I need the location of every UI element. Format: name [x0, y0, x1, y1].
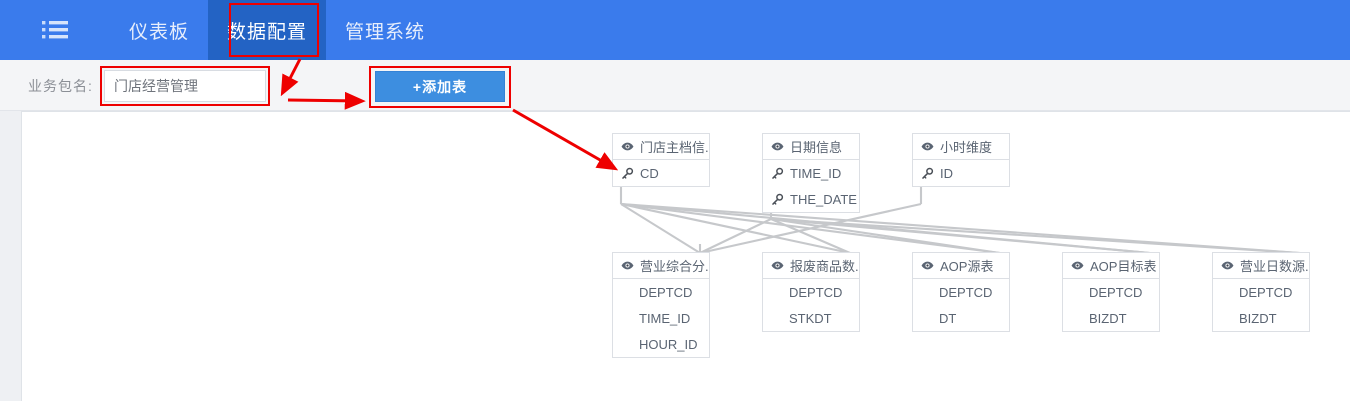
entity-field-row[interactable]: DEPTCD	[1063, 279, 1159, 305]
entity-table-header[interactable]: 营业综合分...	[613, 253, 709, 279]
entity-field-row[interactable]: BIZDT	[1063, 305, 1159, 331]
relationship-links	[619, 184, 1301, 255]
entity-table-name: AOP源表	[940, 259, 994, 274]
entity-table-header[interactable]: 营业日数源...	[1213, 253, 1309, 279]
entity-table-name: 门店主档信...	[640, 140, 709, 155]
entity-field-label: BIZDT	[1239, 310, 1277, 326]
menu-toggle-button[interactable]	[0, 0, 110, 60]
entity-field-label: BIZDT	[1089, 310, 1127, 326]
eye-icon	[771, 261, 784, 270]
entity-table[interactable]: AOP目标表 DEPTCD BIZDT	[1062, 252, 1160, 332]
entity-field-row-primary[interactable]: THE_DATE	[763, 186, 859, 212]
eye-icon	[921, 142, 934, 151]
nav-tab-label: 仪表板	[129, 21, 190, 43]
entity-table-header[interactable]: 日期信息	[763, 134, 859, 160]
entity-field-row[interactable]: BIZDT	[1213, 305, 1309, 331]
entity-field-label: DEPTCD	[1089, 284, 1143, 300]
entity-field-row-primary[interactable]: CD	[613, 160, 709, 186]
entity-field-label: THE_DATE	[790, 191, 857, 207]
nav-tab-data-config[interactable]: 数据配置	[208, 0, 327, 60]
nav-tab-label: 管理系统	[345, 21, 426, 43]
nav-tab-list: 仪表板 数据配置 管理系统	[110, 0, 444, 60]
key-icon	[772, 167, 784, 179]
eye-icon	[921, 261, 934, 270]
entity-field-label: TIME_ID	[790, 165, 842, 181]
entity-field-label: CD	[640, 165, 659, 181]
add-table-button[interactable]: +添加表	[375, 71, 505, 102]
entity-field-row[interactable]: HOUR_ID	[613, 331, 709, 357]
entity-table-name: 小时维度	[940, 140, 993, 155]
entity-field-row[interactable]: TIME_ID	[613, 305, 709, 331]
eye-icon	[1221, 261, 1234, 270]
entity-field-row[interactable]: DT	[913, 305, 1009, 331]
eye-icon	[621, 142, 634, 151]
entity-field-row[interactable]: DEPTCD	[1213, 279, 1309, 305]
entity-field-row-primary[interactable]: TIME_ID	[763, 160, 859, 186]
entity-table[interactable]: 日期信息 TIME_ID THE_DATE	[762, 133, 860, 213]
key-icon	[622, 167, 634, 179]
package-name-input[interactable]	[104, 70, 266, 102]
entity-table[interactable]: 报废商品数... DEPTCD STKDT	[762, 252, 860, 332]
key-icon	[922, 167, 934, 179]
entity-table-header[interactable]: AOP源表	[913, 253, 1009, 279]
list-menu-icon	[42, 21, 68, 39]
key-icon	[772, 193, 784, 205]
eye-icon	[621, 261, 634, 270]
entity-field-label: DEPTCD	[939, 284, 993, 300]
entity-table[interactable]: 营业综合分... DEPTCD TIME_ID HOUR_ID	[612, 252, 710, 358]
entity-table-header[interactable]: 报废商品数...	[763, 253, 859, 279]
entity-field-row[interactable]: STKDT	[763, 305, 859, 331]
entity-field-row[interactable]: DEPTCD	[913, 279, 1009, 305]
top-navbar: 仪表板 数据配置 管理系统	[0, 0, 1350, 60]
eye-icon	[771, 142, 784, 151]
entity-field-label: DEPTCD	[789, 284, 843, 300]
nav-tab-label: 数据配置	[227, 21, 308, 43]
entity-table-header[interactable]: 小时维度	[913, 134, 1009, 160]
entity-field-label: DEPTCD	[639, 284, 693, 300]
entity-field-label: ID	[940, 165, 953, 181]
entity-field-row-primary[interactable]: ID	[913, 160, 1009, 186]
entity-field-row[interactable]: DEPTCD	[613, 279, 709, 305]
entity-field-label: HOUR_ID	[639, 336, 698, 352]
entity-table[interactable]: 门店主档信... CD	[612, 133, 710, 187]
nav-tab-dashboard[interactable]: 仪表板	[110, 0, 208, 60]
entity-field-label: DEPTCD	[1239, 284, 1293, 300]
entity-table-name: 报废商品数...	[790, 259, 859, 274]
entity-table-name: 营业综合分...	[640, 259, 709, 274]
package-name-label: 业务包名:	[28, 78, 93, 94]
entity-table[interactable]: 小时维度 ID	[912, 133, 1010, 187]
erd-canvas[interactable]: 门店主档信... CD 日期信息 TIME_ID THE_DATE 小时维度 ID 营业综合分…	[21, 111, 1350, 401]
entity-table-name: 日期信息	[790, 140, 843, 155]
entity-table-header[interactable]: AOP目标表	[1063, 253, 1159, 279]
eye-icon	[1071, 261, 1084, 270]
entity-field-row[interactable]: DEPTCD	[763, 279, 859, 305]
entity-field-label: TIME_ID	[639, 310, 691, 326]
entity-table-header[interactable]: 门店主档信...	[613, 134, 709, 160]
entity-table-name: 营业日数源...	[1240, 259, 1309, 274]
nav-tab-admin-system[interactable]: 管理系统	[326, 0, 444, 60]
entity-table[interactable]: AOP源表 DEPTCD DT	[912, 252, 1010, 332]
entity-field-label: DT	[939, 310, 957, 326]
entity-field-label: STKDT	[789, 310, 832, 326]
entity-table[interactable]: 营业日数源... DEPTCD BIZDT	[1212, 252, 1310, 332]
entity-table-name: AOP目标表	[1090, 259, 1157, 274]
